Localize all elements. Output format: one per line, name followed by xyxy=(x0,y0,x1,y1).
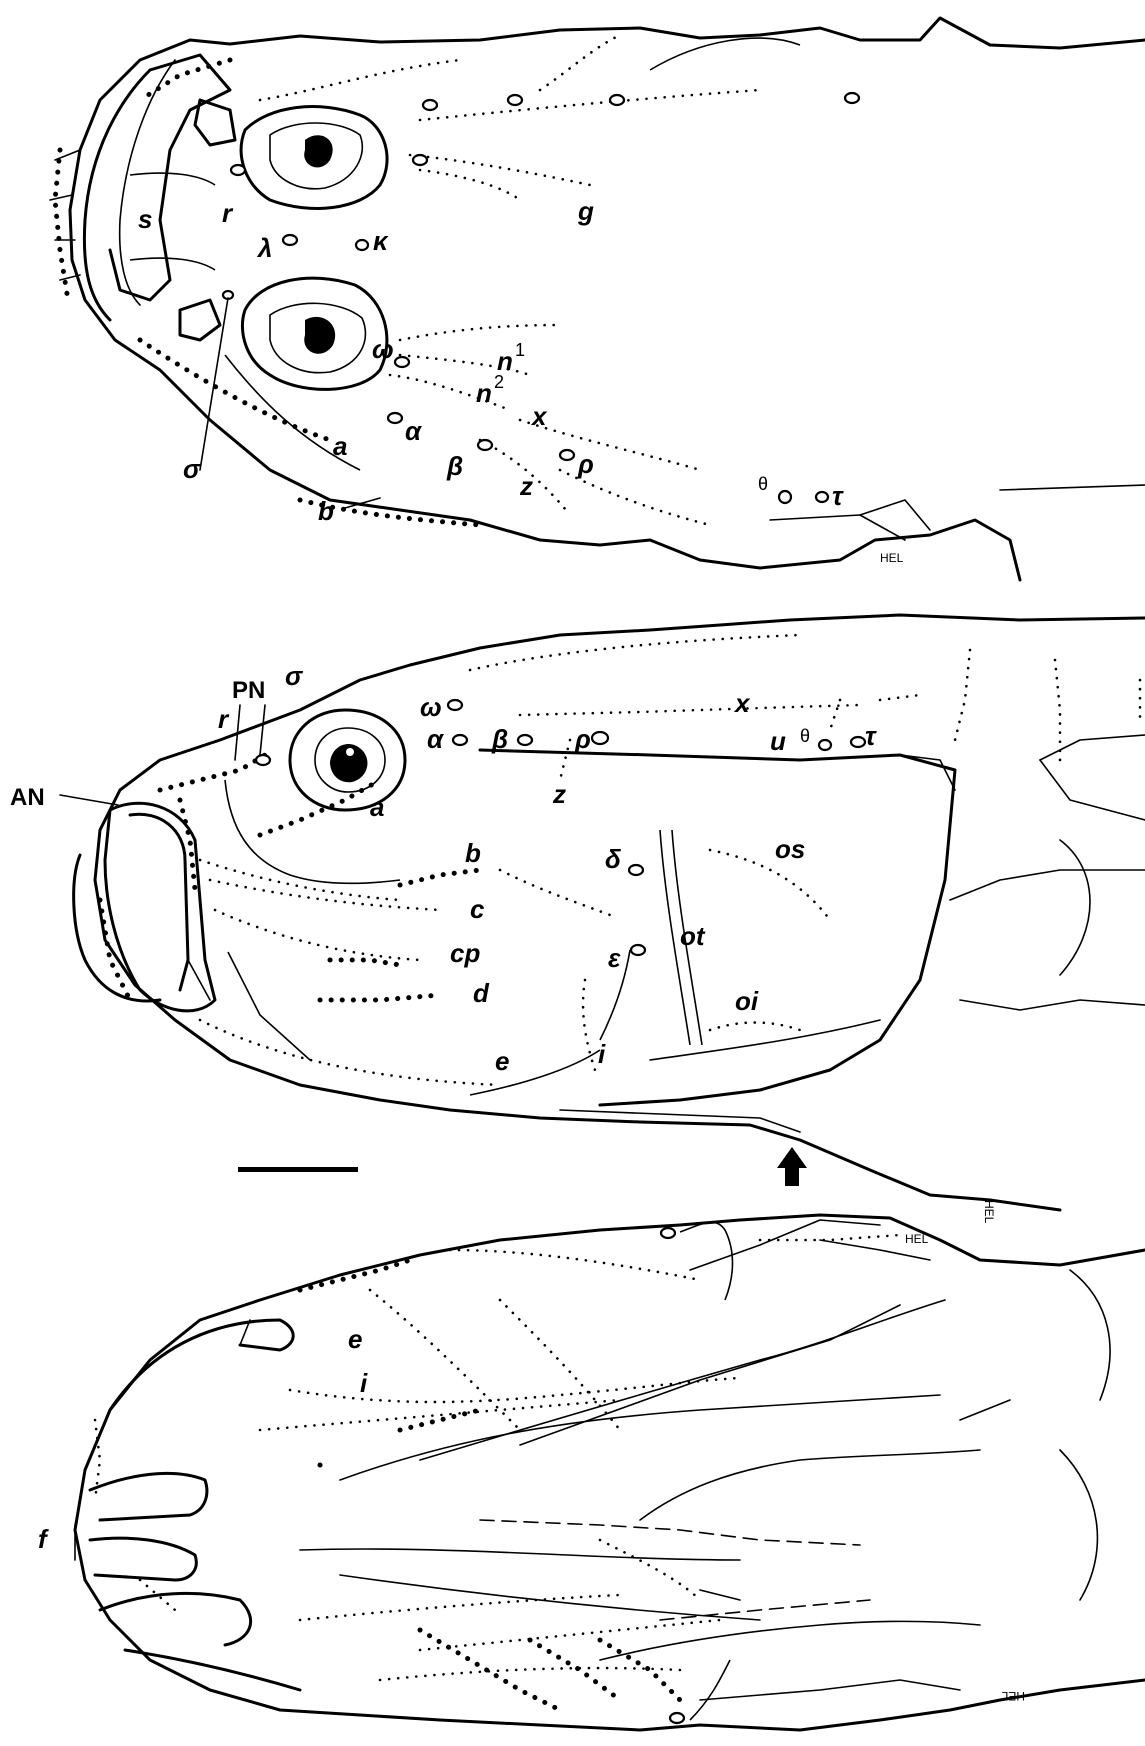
label-i-lateral: i xyxy=(598,1039,606,1069)
dorsal-view-panel: g r s λ κ ω n 1 n 2 x α a β ρ z σ b θ τ … xyxy=(50,18,1145,580)
label-z-lateral: z xyxy=(552,779,566,809)
label-b-lateral: b xyxy=(465,838,481,868)
label-alpha: α xyxy=(405,416,423,446)
label-r: r xyxy=(222,198,234,228)
label-n2: n xyxy=(476,378,492,408)
label-PN: PN xyxy=(232,677,265,704)
label-cp-lateral: cp xyxy=(450,938,480,968)
artist-signature: HEL xyxy=(880,551,904,565)
label-x-lateral: x xyxy=(733,688,751,718)
artist-signature-ventral-top: HEL xyxy=(905,1232,929,1246)
label-theta: θ xyxy=(758,474,768,494)
label-e-ventral: e xyxy=(348,1324,362,1354)
artist-signature-lateral: HEL xyxy=(982,1200,996,1224)
arrow-up-icon xyxy=(777,1147,807,1186)
label-s: s xyxy=(138,204,152,234)
label-AN: AN xyxy=(10,784,45,811)
label-z: z xyxy=(519,471,533,501)
label-e-lateral: e xyxy=(495,1046,509,1076)
label-g: g xyxy=(577,196,594,226)
label-n2-superscript: 2 xyxy=(494,372,504,392)
label-omega-lateral: ω xyxy=(420,692,442,722)
label-oi-lateral: oi xyxy=(735,986,759,1016)
label-b: b xyxy=(318,496,334,526)
label-u-lateral: u xyxy=(770,726,786,756)
label-beta-lateral: β xyxy=(491,724,508,754)
label-ot-lateral: ot xyxy=(680,921,706,951)
artist-signature-ventral-bottom: HEL xyxy=(1001,1689,1025,1703)
label-delta-lateral: δ xyxy=(605,844,621,874)
label-tau: τ xyxy=(832,481,844,511)
label-a-lateral: a xyxy=(370,792,384,822)
label-sigma: σ xyxy=(183,454,202,484)
label-c-lateral: c xyxy=(470,894,485,924)
label-omega: ω xyxy=(372,334,394,364)
label-beta: β xyxy=(446,451,463,481)
label-kappa: κ xyxy=(373,226,389,256)
label-os-lateral: os xyxy=(775,834,805,864)
label-d-lateral: d xyxy=(473,978,490,1008)
label-sigma-lateral: σ xyxy=(285,661,304,691)
label-alpha-lateral: α xyxy=(427,724,445,754)
label-lambda: λ xyxy=(256,233,272,263)
label-i-ventral: i xyxy=(360,1368,368,1398)
scale-bar xyxy=(238,1167,358,1172)
label-r-lateral: r xyxy=(218,704,230,734)
lateral-view-panel: PN σ r AN ω x α β ρ u θ τ a z b δ os c o… xyxy=(10,615,1145,1224)
label-epsilon-lateral: ε xyxy=(608,943,621,973)
label-f-ventral: f xyxy=(38,1524,49,1554)
label-tau-lateral: τ xyxy=(865,721,877,751)
label-x: x xyxy=(530,401,548,431)
label-rho-lateral: ρ xyxy=(574,724,591,754)
label-a: a xyxy=(333,431,347,461)
label-rho: ρ xyxy=(577,449,594,479)
ventral-view-panel: e i f HEL HEL xyxy=(38,1215,1145,1730)
label-n1-superscript: 1 xyxy=(515,340,525,360)
label-theta-lateral: θ xyxy=(800,726,810,746)
